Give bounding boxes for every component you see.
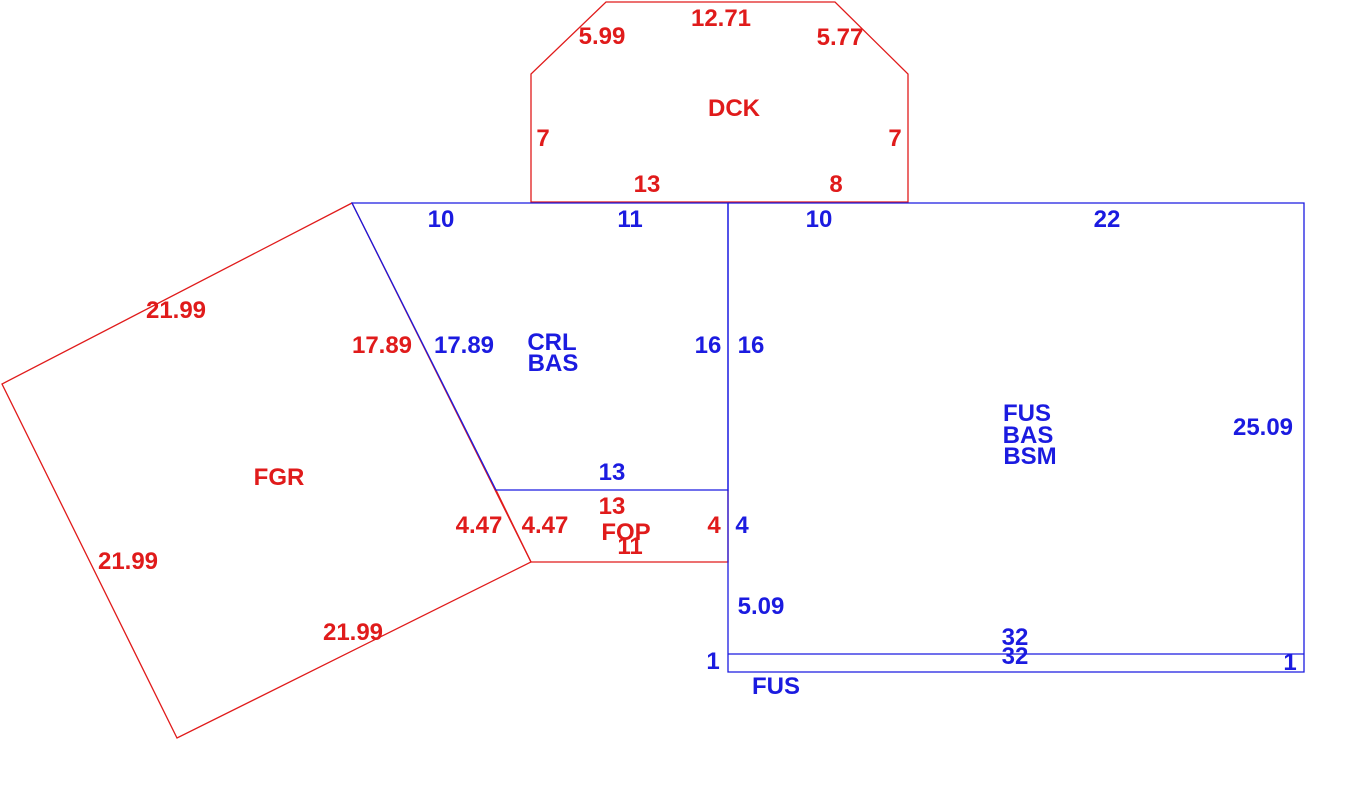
crl-bas-code: BAS [528, 350, 579, 377]
fgr-side-right: 17.89 [352, 332, 412, 359]
fus-side-left-lower: 4 [735, 512, 749, 539]
dck-side-top-right: 5.77 [817, 24, 864, 51]
fop-side-right: 4 [707, 512, 721, 539]
fop-side-bottom: 11 [617, 533, 642, 560]
crl-side-right: 16 [695, 332, 722, 359]
crl-side-left: 17.89 [434, 332, 494, 359]
fgr-code: FGR [254, 464, 305, 491]
fgr-side-left: 21.99 [98, 548, 158, 575]
fus-strip-side-right: 1 [1283, 649, 1296, 676]
fop-side-top: 13 [599, 493, 626, 520]
crl-side-bottom: 13 [599, 459, 626, 486]
dck-outline [530, 1, 909, 203]
dck-side-top-left: 5.99 [579, 23, 626, 50]
fop-side-left-outer: 4.47 [456, 512, 503, 539]
fus-side-bottom: 32 [1002, 624, 1029, 651]
dck-side-bottom-left: 13 [634, 171, 661, 198]
dck-side-bottom-right: 8 [829, 171, 842, 198]
crl-code: CRL [527, 329, 576, 356]
fus-bsm-code: BSM [1003, 443, 1056, 470]
fus-side-left: 16 [738, 332, 765, 359]
crl-side-top-right: 11 [617, 206, 642, 233]
fgr-side-top: 21.99 [146, 297, 206, 324]
fus-strip-side-left: 1 [706, 648, 719, 675]
fus-side-top-left: 10 [806, 206, 833, 233]
fus-strip-side-top: 32 [1002, 643, 1029, 670]
dck-side-right: 7 [888, 125, 901, 152]
fop-side-left: 4.47 [522, 512, 569, 539]
fus-main-outline [727, 202, 1305, 673]
fus-side-left-bottom: 5.09 [738, 593, 785, 620]
fus-code: FUS [1003, 400, 1051, 427]
fus-bas-code: BAS [1003, 422, 1054, 449]
fgr-side-bottom: 21.99 [323, 619, 383, 646]
fus-side-top-right: 22 [1094, 206, 1121, 233]
fop-code: FOP [601, 519, 650, 546]
crl-side-top-left: 10 [428, 206, 455, 233]
dck-code: DCK [708, 95, 761, 122]
fus-side-right: 25.09 [1233, 414, 1293, 441]
dck-side-top: 12.71 [691, 5, 751, 32]
fus-strip-code: FUS [752, 673, 800, 700]
fgr-outline [1, 202, 532, 739]
dck-side-left: 7 [536, 125, 549, 152]
